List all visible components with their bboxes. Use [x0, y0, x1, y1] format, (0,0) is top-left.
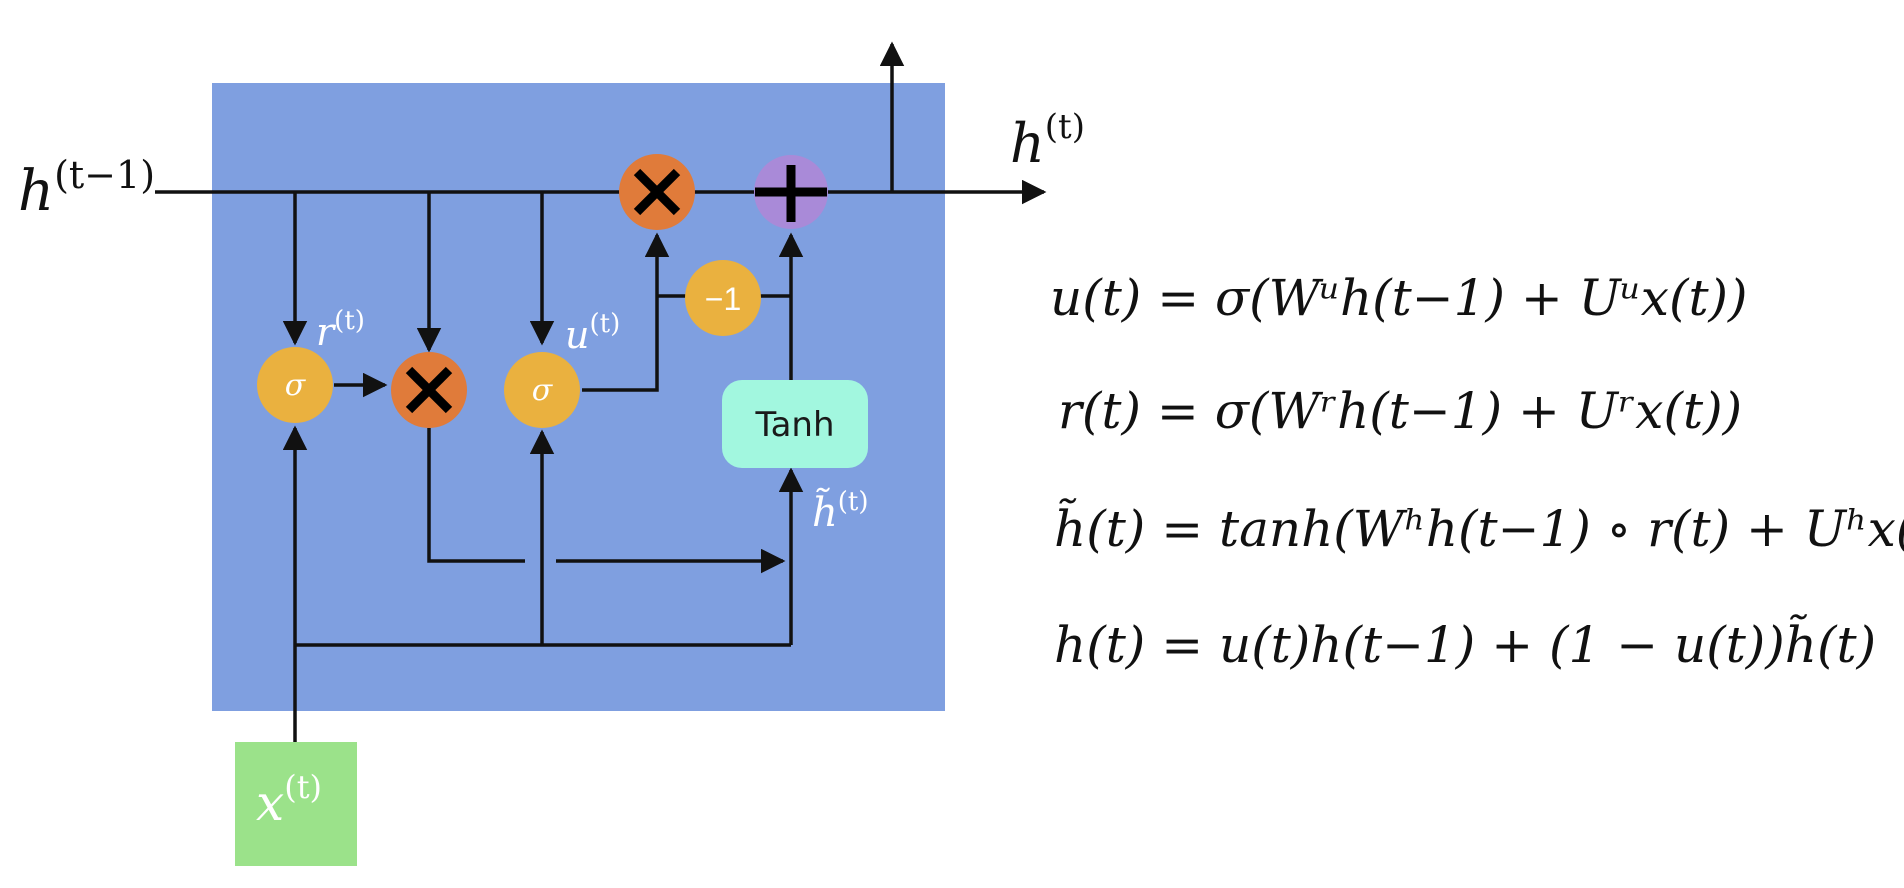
reset-multiply-icon [405, 366, 453, 414]
x-input-label: x(t) [256, 768, 322, 832]
minus-one-label: −1 [705, 281, 741, 317]
line-reset-output [427, 428, 525, 563]
equation-reset-gate: r(t) = σ(Wʳh(t−1) + Uʳx(t)) [1058, 382, 1742, 440]
tanh-label: Tanh [754, 405, 834, 445]
h-out-label: h(t) [1010, 107, 1085, 175]
r-sigmoid-symbol: σ [285, 368, 307, 403]
equation-hidden-state: h(t) = u(t)h(t−1) + (1 − u(t))h̃(t) [1054, 613, 1876, 674]
u-sigmoid-gate [504, 352, 580, 428]
h-tilde-label: h̃(t) [812, 487, 869, 536]
h-prev-label: h(t−1) [18, 153, 155, 224]
update-multiply-icon [633, 168, 681, 216]
u-sigmoid-symbol: σ [532, 373, 554, 408]
add-icon [755, 165, 827, 222]
equation-candidate-state: h̃(t) = tanh(Wʰh(t−1) ∘ r(t) + Uʰx(t)) [1054, 497, 1904, 558]
r-gate-label: r(t) [316, 306, 365, 354]
tanh-box [722, 380, 868, 468]
u-gate-label: u(t) [565, 309, 620, 357]
minus-one-node [685, 260, 761, 336]
r-sigmoid-gate [257, 347, 333, 423]
equation-update-gate: u(t) = σ(Wᵘh(t−1) + Uᵘx(t)) [1050, 269, 1748, 327]
arrow-u-to-top-multiply [582, 232, 670, 392]
input-box [235, 742, 357, 866]
